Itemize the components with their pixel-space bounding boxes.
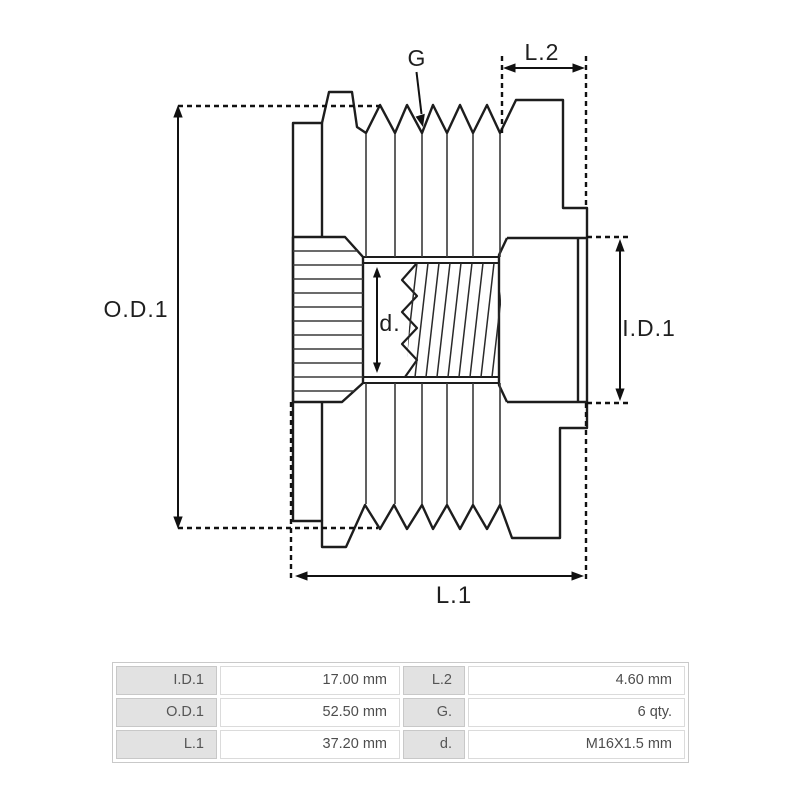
spec-label-d: d.: [403, 730, 465, 759]
l1-extension-lines: [289, 402, 588, 581]
spec-value-l1: 37.20 mm: [220, 730, 400, 759]
spec-label-l2: L.2: [403, 666, 465, 695]
g-label: G: [408, 45, 427, 71]
d-label: d.: [379, 310, 400, 336]
pulley-outer-profile: [291, 90, 589, 549]
id1-dimension: [615, 239, 625, 401]
spec-label-id1: I.D.1: [116, 666, 217, 695]
l2-dimension: [503, 63, 585, 73]
thread-zigzag: [400, 262, 419, 378]
thread-hatch: [406, 263, 501, 377]
spec-value-g: 6 qty.: [468, 698, 685, 727]
dimension-labels: G L.2 O.D.1 I.D.1 d. L.1: [103, 39, 676, 609]
hub-spline-hatch: [293, 250, 363, 392]
od1-extension-lines: [178, 104, 380, 530]
faint-watermark: [113, 629, 179, 640]
spec-table: I.D.1 17.00 mm L.2 4.60 mm O.D.1 52.50 m…: [112, 662, 689, 763]
groove-rib-lines: [365, 134, 501, 504]
spec-label-l1: L.1: [116, 730, 217, 759]
spec-value-id1: 17.00 mm: [220, 666, 400, 695]
l1-label: L.1: [436, 582, 472, 609]
spec-label-od1: O.D.1: [116, 698, 217, 727]
l2-extension-lines: [500, 56, 588, 208]
inner-race-cylinder: [497, 236, 589, 404]
spec-value-d: M16X1.5 mm: [468, 730, 685, 759]
spec-value-l2: 4.60 mm: [468, 666, 685, 695]
id1-extension-lines: [587, 235, 632, 405]
g-leader-arrow: [415, 71, 425, 127]
spec-label-g: G.: [403, 698, 465, 727]
l1-dimension: [295, 571, 584, 581]
pulley-outline: [291, 90, 589, 549]
dimension-arrows: [173, 63, 625, 581]
d-dimension: [373, 267, 381, 373]
pulley-technical-drawing: G L.2 O.D.1 I.D.1 d. L.1: [103, 39, 676, 609]
bore-walls: [363, 256, 499, 384]
od1-dimension: [173, 105, 183, 529]
od1-label: O.D.1: [103, 296, 168, 322]
l2-label: L.2: [525, 39, 560, 65]
spec-value-od1: 52.50 mm: [220, 698, 400, 727]
id1-label: I.D.1: [622, 315, 676, 341]
extension-lines-dashed: [178, 56, 632, 581]
